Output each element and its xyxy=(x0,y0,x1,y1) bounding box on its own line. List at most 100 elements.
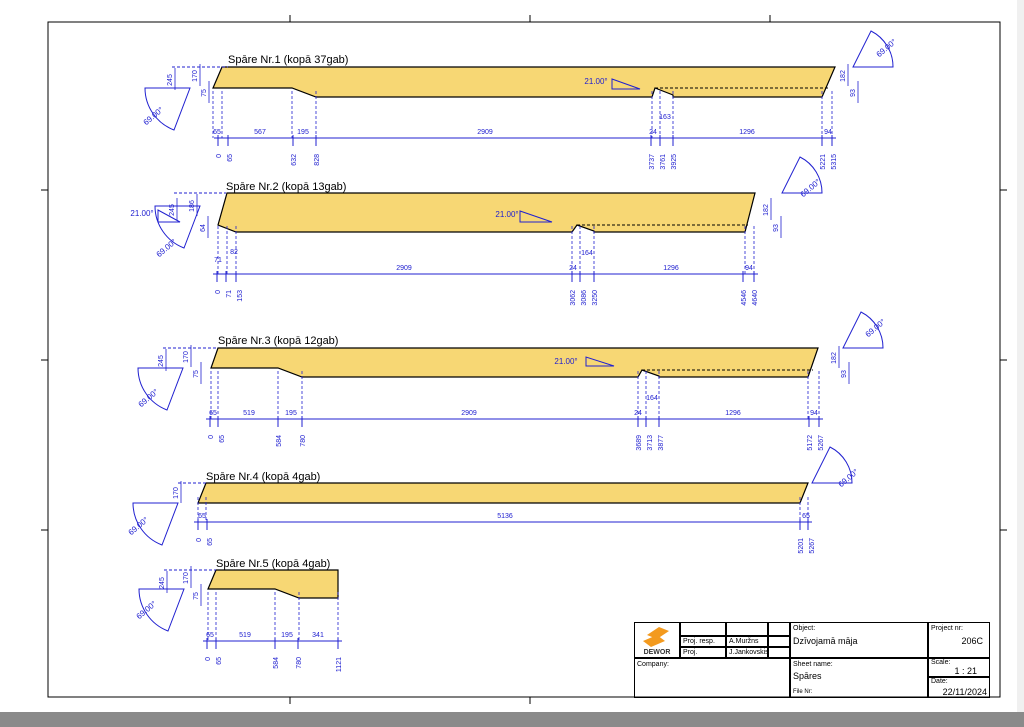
height-label: 245 xyxy=(158,355,165,367)
angle-arc-icon xyxy=(137,367,184,411)
scale-value: 1 : 21 xyxy=(954,666,977,676)
beam-outline xyxy=(197,482,809,504)
angle-arc-icon xyxy=(842,311,884,349)
beam-title: Spāre Nr.5 (kopā 4gab) xyxy=(216,558,330,570)
object-cell: Object: Dzīvojamā māja xyxy=(790,622,928,658)
position-label: 4640 xyxy=(752,290,759,306)
dimension-label: 65 xyxy=(206,632,214,639)
height-label: 182 xyxy=(840,70,847,82)
position-label: 0 xyxy=(215,290,222,294)
position-label: 71 xyxy=(226,290,233,298)
height-label: 93 xyxy=(841,370,848,378)
angle-arc-icon xyxy=(144,87,191,131)
dimension-label: 94 xyxy=(824,129,832,136)
proj-resp-eng-label: Proj. resp. eng: xyxy=(680,636,726,647)
position-label: 65 xyxy=(207,538,214,546)
dimension-label: 164 xyxy=(646,395,658,402)
height-label: 245 xyxy=(169,204,176,216)
angle-label: 69.00° xyxy=(837,467,861,489)
position-label: 4546 xyxy=(741,290,748,306)
logo-icon: DEWOR xyxy=(643,627,671,656)
position-label: 584 xyxy=(273,657,280,669)
angle-arc-icon xyxy=(132,502,179,546)
position-label: 3737 xyxy=(649,154,656,170)
dimension-label: 94 xyxy=(745,265,753,272)
dimension-label: 65 xyxy=(213,129,221,136)
height-label: 75 xyxy=(193,370,200,378)
position-label: 3086 xyxy=(581,290,588,306)
dimension-label: 2909 xyxy=(396,265,412,272)
dimension-label: 65 xyxy=(198,513,206,520)
scrollbar-track[interactable] xyxy=(1017,0,1024,712)
position-label: 3689 xyxy=(636,435,643,451)
object-label: Object: xyxy=(793,625,816,632)
position-label: 780 xyxy=(296,657,303,669)
position-label: 3877 xyxy=(658,435,665,451)
dimension-label: 71 xyxy=(214,257,222,264)
beam-2: Spāre Nr.2 (kopā 13gab) 71 82 2909 24 164 1296… xyxy=(130,156,823,306)
cell-empty xyxy=(726,622,768,636)
height-label: 64 xyxy=(200,224,207,232)
sheet-name-label: Sheet name: xyxy=(793,661,833,668)
scale-cell: Scale: 1 : 21 xyxy=(928,658,990,677)
dimension-label: 24 xyxy=(634,410,642,417)
object-value: Dzīvojamā māja xyxy=(793,636,858,646)
cell-empty xyxy=(768,622,790,636)
angle-arc-icon xyxy=(811,446,853,484)
height-label: 75 xyxy=(193,592,200,600)
slope-triangle-icon xyxy=(157,209,181,223)
beam-title: Spāre Nr.2 (kopā 13gab) xyxy=(226,181,346,193)
height-label: 93 xyxy=(773,224,780,232)
slope-triangle-icon xyxy=(585,356,615,367)
dimension-label: 341 xyxy=(312,632,324,639)
dimension-label: 82 xyxy=(230,249,238,256)
dimension-label: 65 xyxy=(802,513,810,520)
date-value: 22/11/2024 xyxy=(942,687,987,697)
position-label: 0 xyxy=(208,435,215,439)
angle-label: 69.00° xyxy=(142,105,166,127)
dimension-label: 5136 xyxy=(497,513,513,520)
height-label: 245 xyxy=(159,577,166,589)
dimension-label: 1296 xyxy=(663,265,679,272)
beam-outline xyxy=(212,66,836,98)
frame-ticks xyxy=(41,15,1007,704)
sheet-name-value: Spāres xyxy=(793,671,822,681)
position-label: 5267 xyxy=(809,538,816,554)
proj-eng-dsg-label: Proj. eng/dsg: xyxy=(680,647,726,658)
dimension-label: 163 xyxy=(659,114,671,121)
proj-resp-eng-value: A.Muržns xyxy=(726,636,768,647)
angle-label: 69.00° xyxy=(137,387,161,409)
beam-title: Spāre Nr.4 (kopā 4gab) xyxy=(206,471,320,483)
svg-text:DEWOR: DEWOR xyxy=(644,649,671,656)
position-label: 5201 xyxy=(798,538,805,554)
dimension-label: 195 xyxy=(297,129,309,136)
beam-title: Spāre Nr.1 (kopā 37gab) xyxy=(228,54,348,66)
angle-label: 69.00° xyxy=(875,37,899,59)
sheet-name-cell: Sheet name: Spāres File Nr: xyxy=(790,658,928,698)
angle-arc-icon xyxy=(154,205,201,249)
height-label: 170 xyxy=(183,572,190,584)
angle-label: 69.00° xyxy=(799,177,823,199)
position-label: 632 xyxy=(291,154,298,166)
angle-arc-icon xyxy=(138,588,185,632)
company-label: Company: xyxy=(634,658,790,698)
project-nr-value: 206C xyxy=(961,636,983,646)
position-label: 5221 xyxy=(820,154,827,170)
position-label: 65 xyxy=(227,154,234,162)
angle-label: 69.00° xyxy=(135,599,159,621)
height-label: 170 xyxy=(183,351,190,363)
dimension-label: 24 xyxy=(649,129,657,136)
dimension-label: 164 xyxy=(581,250,593,257)
height-label: 170 xyxy=(173,487,180,499)
height-label: 93 xyxy=(850,89,857,97)
dimension-label: 24 xyxy=(569,265,577,272)
dimension-label: 519 xyxy=(243,410,255,417)
dimension-label: 2909 xyxy=(461,410,477,417)
project-nr-label: Project nr: xyxy=(931,625,963,632)
beam-outline xyxy=(217,192,756,233)
project-nr-cell: Project nr: 206C xyxy=(928,622,990,658)
